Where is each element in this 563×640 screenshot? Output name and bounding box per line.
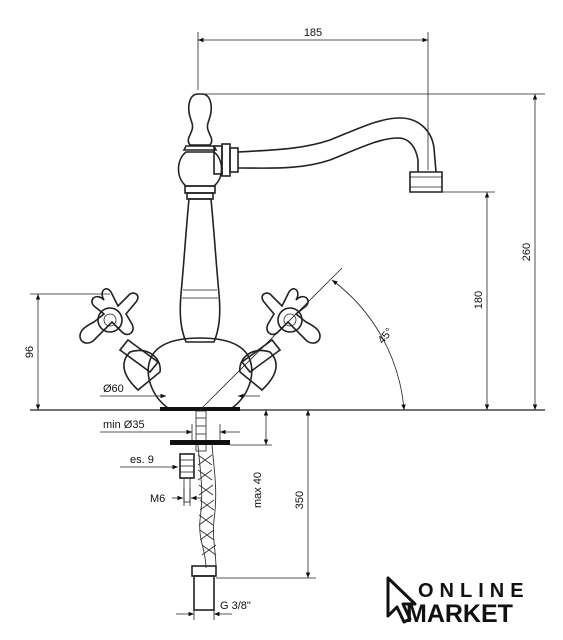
spout (213, 117, 443, 193)
dim-handle-height (30, 293, 110, 410)
label-spout-height: 180 (473, 291, 485, 309)
dim-hose-length (216, 410, 316, 579)
label-total-height: 260 (521, 243, 533, 261)
logo-line-1: ONLINE (418, 580, 530, 602)
label-handle-height: 96 (24, 346, 36, 358)
gasket (170, 440, 230, 445)
dim-angle (199, 267, 406, 411)
label-max-deck: max 40 (252, 472, 264, 508)
dim-max-deck (230, 410, 272, 446)
dim-hole-diameter (100, 424, 240, 440)
label-thickness: es. 9 (130, 454, 154, 466)
onlinemarket-logo: ONLINE MARKET (386, 576, 530, 628)
left-handle (79, 288, 161, 392)
supply-hoses (191, 444, 217, 611)
dim-spout-reach (197, 32, 429, 170)
logo-line-2: MARKET (406, 600, 513, 628)
faucet-body (147, 93, 253, 411)
label-spout-reach: 185 (304, 27, 322, 39)
label-thread: M6 (150, 493, 165, 505)
dim-connection (176, 610, 232, 620)
label-hole-diameter: min Ø35 (103, 419, 145, 431)
cursor-icon (386, 576, 417, 624)
dim-spout-height (442, 191, 495, 410)
label-base-diameter: Ø60 (103, 383, 124, 395)
dim-thread (172, 488, 202, 506)
label-connection: G 3/8" (220, 600, 251, 612)
dim-total-height (205, 93, 545, 410)
label-angle: 45° (376, 326, 396, 346)
label-hose-length: 350 (294, 491, 306, 509)
